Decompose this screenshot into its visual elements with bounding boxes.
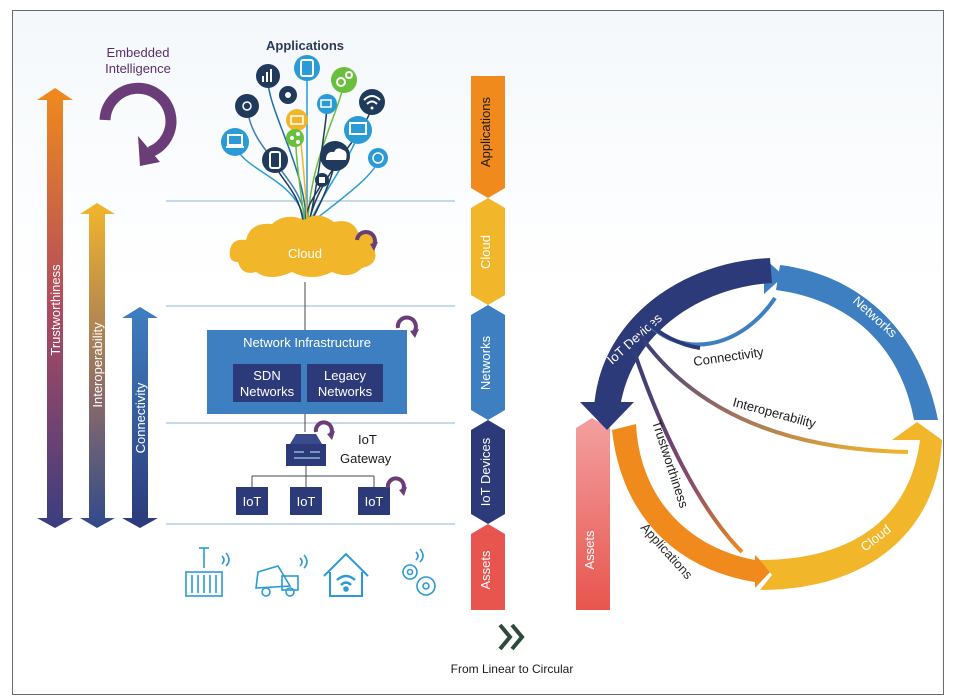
network-infrastructure-label: Network Infrastructure — [243, 335, 371, 350]
iot-refresh-icon — [385, 476, 407, 496]
layer-iot-devices: IoT Devices — [471, 420, 505, 524]
trustworthiness-arrow: Trustworthiness — [37, 88, 73, 528]
chart-icon — [256, 64, 280, 88]
cloud-shape: Cloud — [229, 215, 378, 277]
layer-networks: Networks — [471, 305, 505, 420]
cloud-icon — [320, 141, 350, 171]
legacy-line2: Networks — [318, 384, 373, 399]
share-icon — [286, 129, 304, 147]
gears-icon — [331, 67, 357, 93]
gateway-iot-links — [251, 466, 375, 487]
clock-icon — [368, 148, 388, 168]
circle-applications: Applications — [612, 424, 771, 588]
network-infrastructure-box: Network Infrastructure SDN Networks Lega… — [207, 315, 419, 414]
circle-connectivity-label: Connectivity — [692, 344, 765, 369]
connectivity-arrow: Connectivity — [122, 307, 158, 528]
layer-applications-label: Applications — [478, 96, 493, 167]
cog-icon — [402, 548, 436, 596]
connectivity-label: Connectivity — [133, 382, 148, 453]
phone-icon — [262, 147, 288, 173]
legacy-networks-box — [307, 364, 383, 402]
circle-assets: Assets — [576, 418, 610, 610]
fan-icon — [279, 86, 297, 104]
iot-node-2: IoT — [290, 487, 322, 515]
smart-home-icon — [323, 552, 369, 597]
app-tree-lines — [235, 72, 379, 223]
satellite-icon — [235, 94, 259, 118]
embedded-intelligence-line2: Intelligence — [105, 61, 171, 76]
layer-cloud-label: Cloud — [478, 235, 493, 269]
iot-node-2-label: IoT — [297, 494, 316, 509]
double-chevron-icon — [498, 623, 525, 651]
interoperability-arrow: Interoperability — [80, 203, 115, 528]
embedded-intelligence-line1: Embedded — [107, 45, 170, 60]
gateway-line2: Gateway — [340, 451, 392, 466]
cloud-refresh-icon — [355, 230, 378, 251]
circle-interoperability-label: Interoperability — [731, 394, 818, 431]
iot-node-1-label: IoT — [243, 494, 262, 509]
iot-node-1: IoT — [236, 487, 268, 515]
layer-cloud: Cloud — [471, 198, 505, 305]
applications-title: Applications — [266, 38, 344, 53]
layer-applications: Applications — [471, 76, 505, 198]
interoperability-label: Interoperability — [90, 322, 105, 408]
trustworthiness-label: Trustworthiness — [48, 264, 63, 356]
layer-assets: Assets — [471, 524, 505, 610]
layer-iot-devices-label: IoT Devices — [478, 437, 493, 506]
device-icon — [315, 173, 329, 187]
cloud-label: Cloud — [288, 246, 322, 261]
sdn-networks-box — [233, 364, 301, 402]
laptop-icon — [221, 128, 249, 156]
network-refresh-icon — [395, 315, 419, 338]
card-icon — [286, 109, 308, 131]
legacy-line1: Legacy — [324, 368, 366, 383]
monitor-icon — [344, 116, 372, 144]
sdn-line1: SDN — [253, 368, 280, 383]
tablet-icon — [294, 55, 320, 81]
router-icon — [286, 434, 326, 466]
container-icon — [185, 547, 230, 597]
gateway-line1: IoT — [358, 432, 377, 447]
circle-networks: Networks — [764, 258, 938, 420]
sdn-line2: Networks — [240, 384, 295, 399]
wifi-icon — [359, 89, 385, 115]
layer-assets-label: Assets — [478, 550, 493, 590]
iot-node-3: IoT — [358, 487, 390, 515]
layer-separators — [166, 200, 455, 525]
circle-assets-label: Assets — [582, 530, 597, 570]
battery-icon — [317, 94, 337, 114]
iot-node-3-label: IoT — [365, 494, 384, 509]
layer-networks-label: Networks — [478, 335, 493, 390]
truck-icon — [255, 554, 308, 597]
app-icons — [221, 55, 388, 187]
footer-caption: From Linear to Circular — [451, 662, 574, 676]
gateway-refresh-icon — [313, 420, 335, 440]
circle-interoperability-curve: Interoperability — [638, 333, 909, 454]
circle-cloud: Cloud — [760, 422, 942, 590]
circular-arrow-icon — [99, 82, 177, 166]
